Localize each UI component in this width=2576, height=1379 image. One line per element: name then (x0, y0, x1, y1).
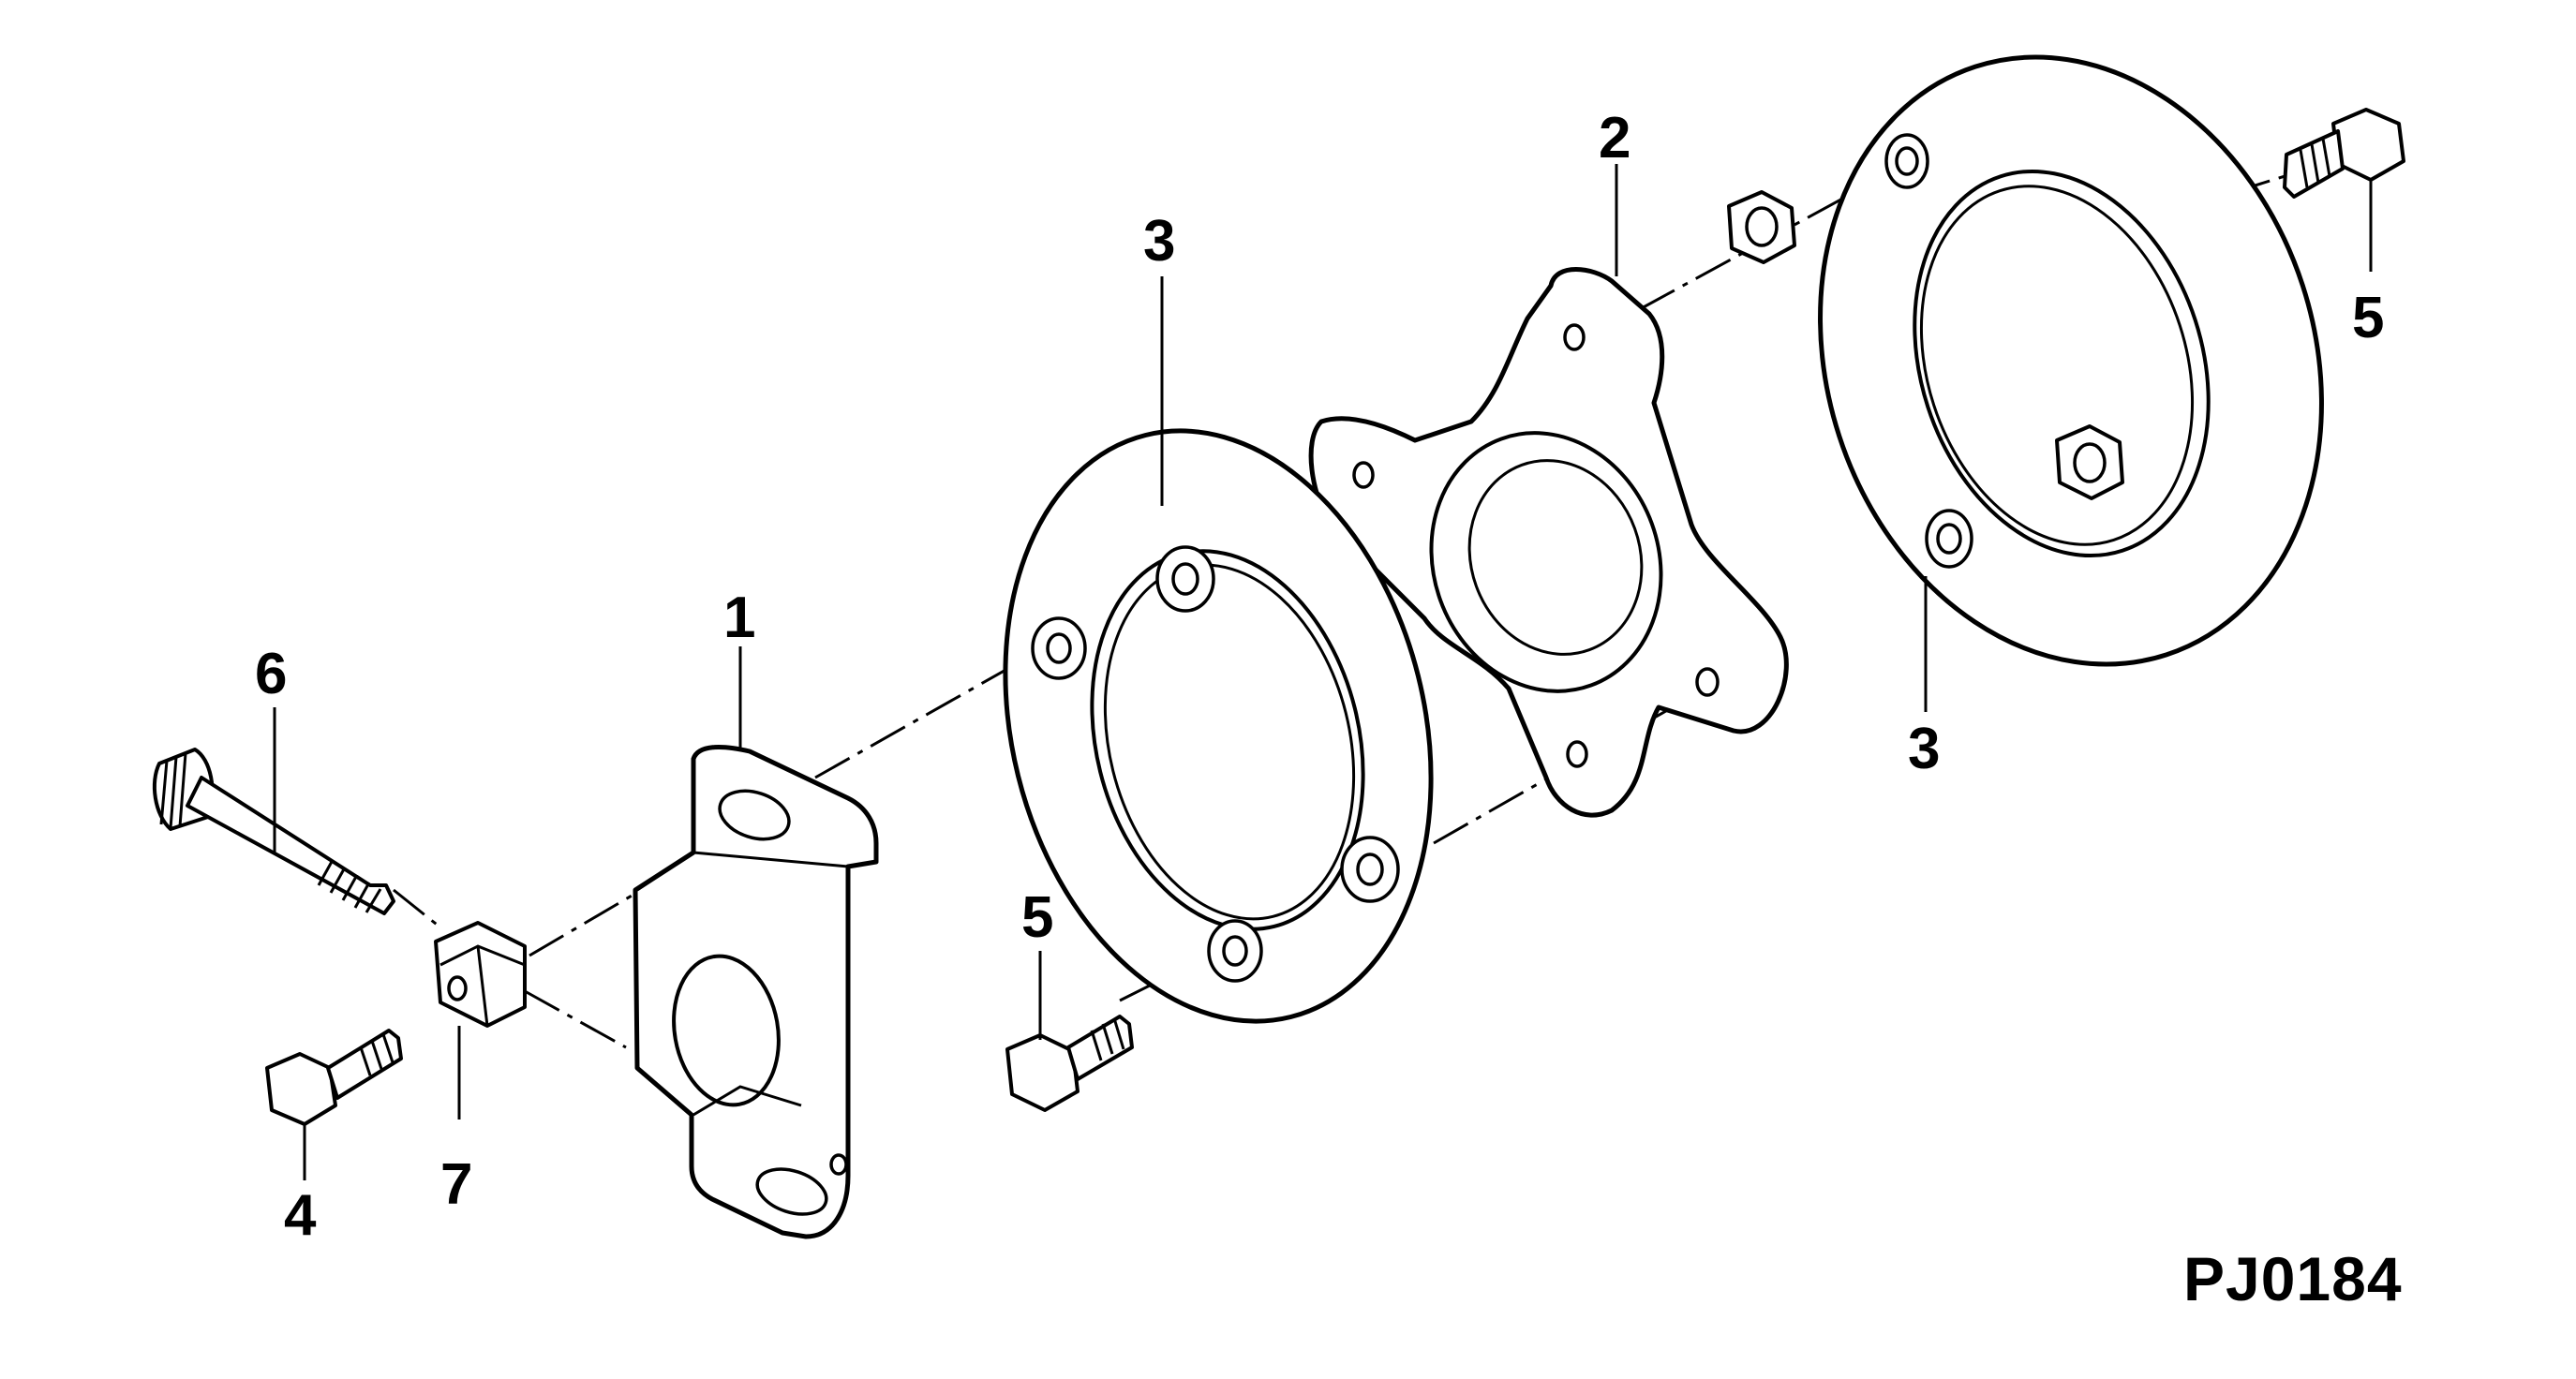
square-nut (434, 921, 527, 1028)
hex-bolt-lower-left (265, 1029, 403, 1126)
hex-bolt-upper-right (2283, 108, 2405, 199)
gasket-ring-right (1727, 54, 2324, 667)
callout-7: 7 (440, 1152, 472, 1217)
callout-leaders (273, 164, 2373, 1180)
mounting-bracket (633, 745, 879, 1239)
callout-5-lower: 5 (1021, 885, 1053, 950)
figure-id: PJ0184 (2183, 1244, 2403, 1313)
callout-2: 2 (1599, 106, 1630, 171)
hex-bolt-lower-center (1005, 1015, 1134, 1112)
callout-5-upper: 5 (2352, 286, 2384, 350)
cap-screw (152, 748, 395, 915)
gasket-ring-center (1003, 428, 1434, 1024)
mounting-flange (1308, 267, 1789, 818)
callout-1: 1 (723, 586, 755, 650)
callout-4: 4 (284, 1183, 317, 1248)
callout-3-right: 3 (1908, 717, 1940, 781)
callout-3-center: 3 (1143, 209, 1175, 274)
callout-6: 6 (255, 642, 287, 706)
